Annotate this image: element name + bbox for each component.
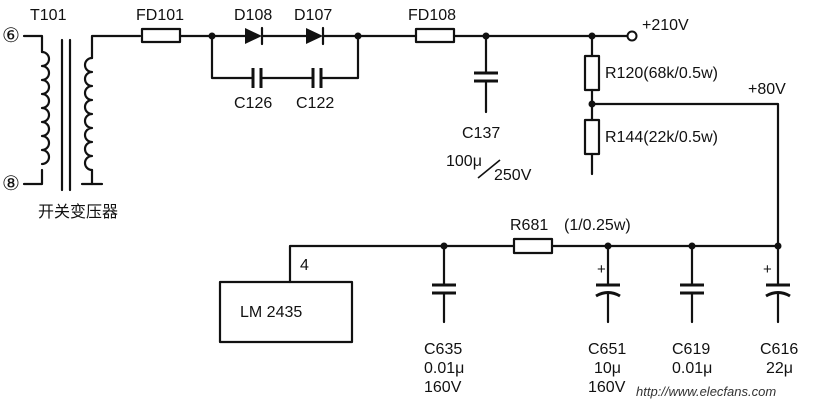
svg-text:+: + <box>763 261 772 278</box>
ic-name: LM 2435 <box>240 304 302 321</box>
bypass-caps <box>210 34 360 88</box>
r681-label: R681 <box>510 217 548 234</box>
r681-rating: (1/0.25w) <box>564 217 631 234</box>
transformer-ref: T101 <box>30 7 67 24</box>
diode-d107-label: D107 <box>294 7 332 24</box>
cap-c651: + <box>595 244 621 324</box>
fuse-fd108-label: FD108 <box>408 7 456 24</box>
transformer-pin-8: ⑧ <box>2 173 20 195</box>
rail-80v-label: +80V <box>748 81 786 98</box>
r144-label: R144(22k/0.5w) <box>605 129 718 146</box>
cap-c619 <box>680 244 704 324</box>
cap-c137-value: 100μ <box>446 153 482 170</box>
transformer-pin-6: ⑥ <box>2 25 20 47</box>
ic-lm2435 <box>218 280 354 344</box>
transformer-caption: 开关变压器 <box>38 203 118 221</box>
cap-c122-label: C122 <box>296 95 334 112</box>
watermark: http://www.elecfans.com <box>636 384 776 399</box>
c635-ref: C635 <box>424 341 462 358</box>
cap-c137 <box>474 34 498 114</box>
c616-value: 22μ <box>766 360 793 377</box>
resistor-r144 <box>583 118 601 156</box>
cap-c137-voltage: 250V <box>494 167 532 184</box>
c651-voltage: 160V <box>588 379 626 396</box>
c651-ref: C651 <box>588 341 626 358</box>
cap-c137-label: C137 <box>462 125 500 142</box>
c619-value: 0.01μ <box>672 360 712 377</box>
cap-c126-label: C126 <box>234 95 272 112</box>
c651-value: 10μ <box>594 360 621 377</box>
diode-d108 <box>210 26 308 46</box>
resistor-r681 <box>512 237 554 255</box>
c635-voltage: 160V <box>424 379 462 396</box>
diode-d107 <box>306 26 360 46</box>
cap-c616: + <box>763 244 791 324</box>
output-terminal-210v <box>626 30 638 42</box>
r120-label: R120(68k/0.5w) <box>605 65 718 82</box>
svg-text:+: + <box>597 261 606 278</box>
transformer-symbol <box>22 34 142 192</box>
cap-c635 <box>432 244 456 324</box>
ic-pin-number: 4 <box>300 257 309 274</box>
fuse-fd101-label: FD101 <box>136 7 184 24</box>
diode-d108-label: D108 <box>234 7 272 24</box>
rail-210v-label: +210V <box>642 17 689 34</box>
c616-ref: C616 <box>760 341 798 358</box>
value-slash <box>477 159 501 179</box>
c635-value: 0.01μ <box>424 360 464 377</box>
c619-ref: C619 <box>672 341 710 358</box>
fuse-fd101 <box>140 27 182 44</box>
fuse-fd108 <box>414 27 456 44</box>
resistor-r120 <box>583 54 601 92</box>
